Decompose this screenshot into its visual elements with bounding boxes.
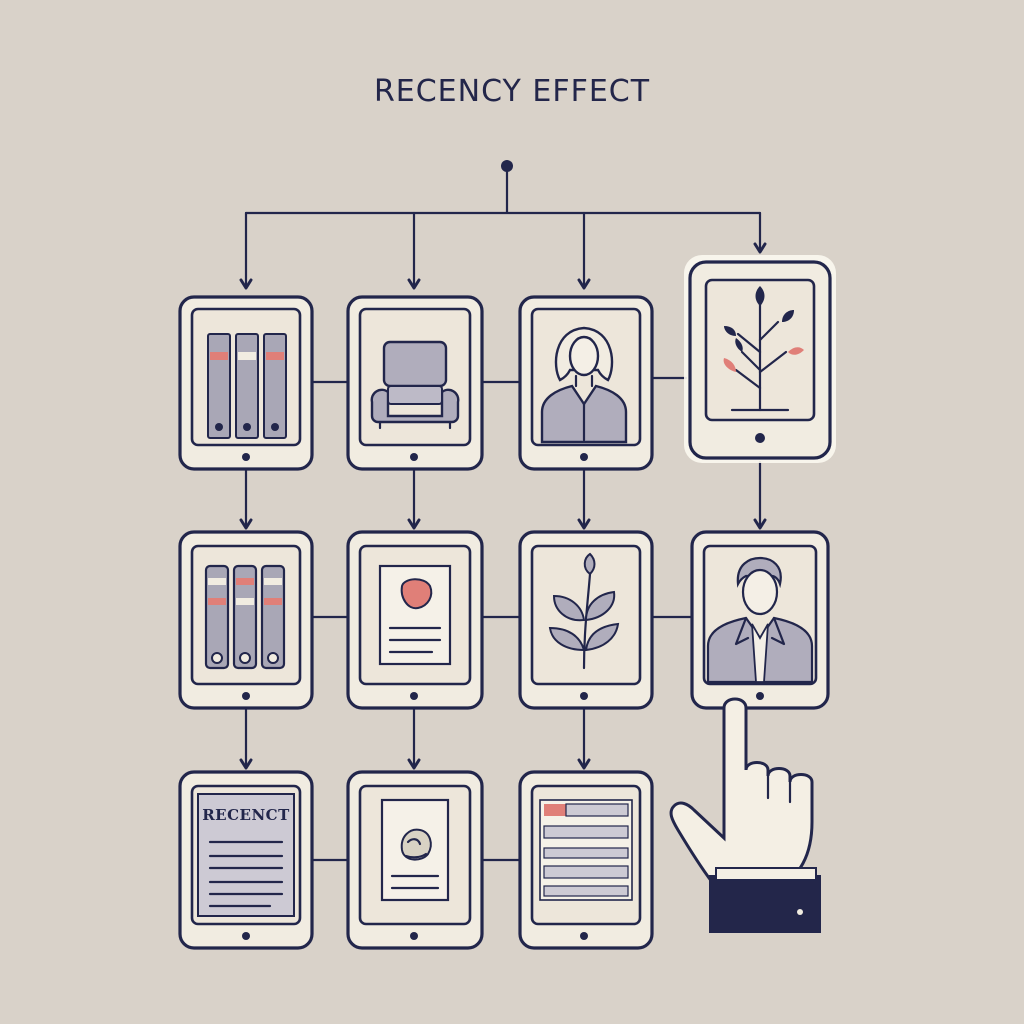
tile-document-badge: [346, 530, 484, 710]
tile-man-portrait: [690, 530, 830, 710]
plant-icon: [548, 552, 620, 670]
tile-recency-card: RECENCT: [178, 770, 314, 950]
tile-woman-portrait: [518, 295, 654, 471]
recency-card-label: RECENCT: [202, 806, 290, 824]
tile-books: [178, 295, 314, 471]
woman-portrait-icon: [540, 326, 628, 444]
binders-icon: [204, 564, 286, 670]
pointing-hand-icon: [669, 697, 821, 933]
man-portrait-icon: [706, 556, 814, 684]
books-icon: [207, 333, 287, 439]
photo-document-icon: [380, 798, 450, 902]
document-badge-icon: [378, 564, 452, 666]
tile-tree-highlighted: [684, 255, 836, 463]
tile-binders: [178, 530, 314, 710]
tile-photo-document: [346, 770, 484, 950]
recency-card-icon: RECENCT: [197, 793, 295, 917]
tile-list: [518, 770, 654, 950]
tile-armchair: [346, 295, 484, 471]
armchair-icon: [370, 340, 460, 430]
list-icon: [539, 799, 633, 901]
diagram-title: RECENCY EFFECT: [373, 74, 651, 109]
tile-plant: [518, 530, 654, 710]
connector-lines: [239, 160, 767, 862]
tree-icon: [723, 286, 804, 412]
